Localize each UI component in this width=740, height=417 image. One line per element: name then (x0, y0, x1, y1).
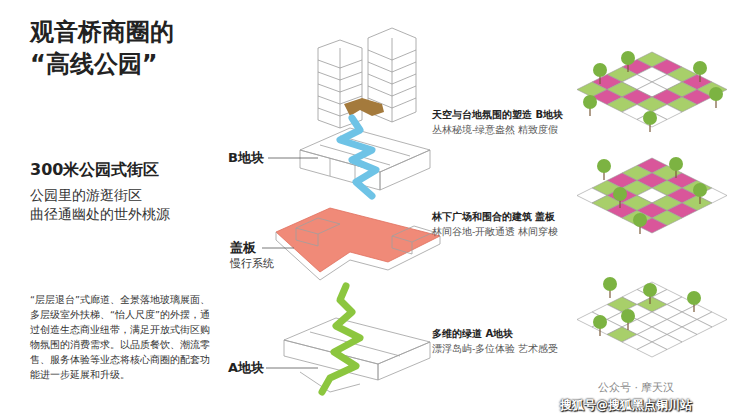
tree-crown (613, 187, 627, 201)
bridge-connector (344, 98, 384, 116)
part-label: 慢行系统 (230, 257, 274, 271)
left-subline: 公园里的游逛街区 (30, 186, 142, 204)
tree-crown (603, 277, 617, 291)
feature-note: 漂浮岛屿-多位体验 艺术感受 (432, 342, 558, 355)
tree-crown (633, 213, 647, 227)
tree-crown (621, 309, 635, 323)
tree-crown (709, 87, 723, 101)
part-label: B地块 (228, 150, 264, 166)
feature-heading: 林下广场和围合的建筑 盖板 (432, 210, 555, 224)
feature-note: 丛林秘境-绿意盎然 精致度假 (432, 123, 558, 136)
tree-crown (693, 183, 707, 197)
watermark: 公众号 · 摩天汉 (598, 381, 675, 395)
tree-crown (643, 283, 657, 297)
tree-crown (593, 315, 607, 329)
tree-crown (669, 157, 683, 171)
title: 观音桥商圈的 “高线公园” (30, 16, 186, 80)
tree-crown (621, 51, 635, 65)
block-b-outline (300, 128, 430, 190)
watermark: 搜狐号@搜狐黑点铜川站 (560, 398, 692, 413)
block-outline (276, 218, 440, 280)
block-a-outline (284, 318, 430, 392)
part-label: 盖板 (230, 240, 256, 256)
tree-crown (597, 159, 611, 173)
green-walkway-a (322, 286, 360, 392)
grid-group (577, 51, 727, 357)
tree-crown (583, 95, 597, 109)
tree-crown (693, 61, 707, 75)
description-paragraph: “层层退台”式廊道、全景落地玻璃展面、多层级室外扶梯、“怡人尺度”的外摆，通过创… (30, 292, 214, 382)
tree-crown (593, 63, 607, 77)
grid-tile (637, 342, 667, 357)
part-label: A地块 (228, 360, 264, 376)
feature-heading: 天空与台地氛围的塑造 B地块 (432, 108, 563, 122)
grid-tile (637, 112, 667, 127)
feature-heading: 多维的绿道 A地块 (432, 327, 513, 341)
tower-outline (318, 28, 416, 128)
left-subline: 曲径通幽处的世外桃源 (30, 205, 170, 223)
left-heading: 300米公园式街区 (30, 160, 159, 180)
tree-crown (687, 291, 701, 305)
feature-note: 林间谷地-开敞通透 林间穿梭 (432, 225, 558, 238)
tree-crown (643, 111, 657, 125)
walkway-b (340, 118, 376, 196)
